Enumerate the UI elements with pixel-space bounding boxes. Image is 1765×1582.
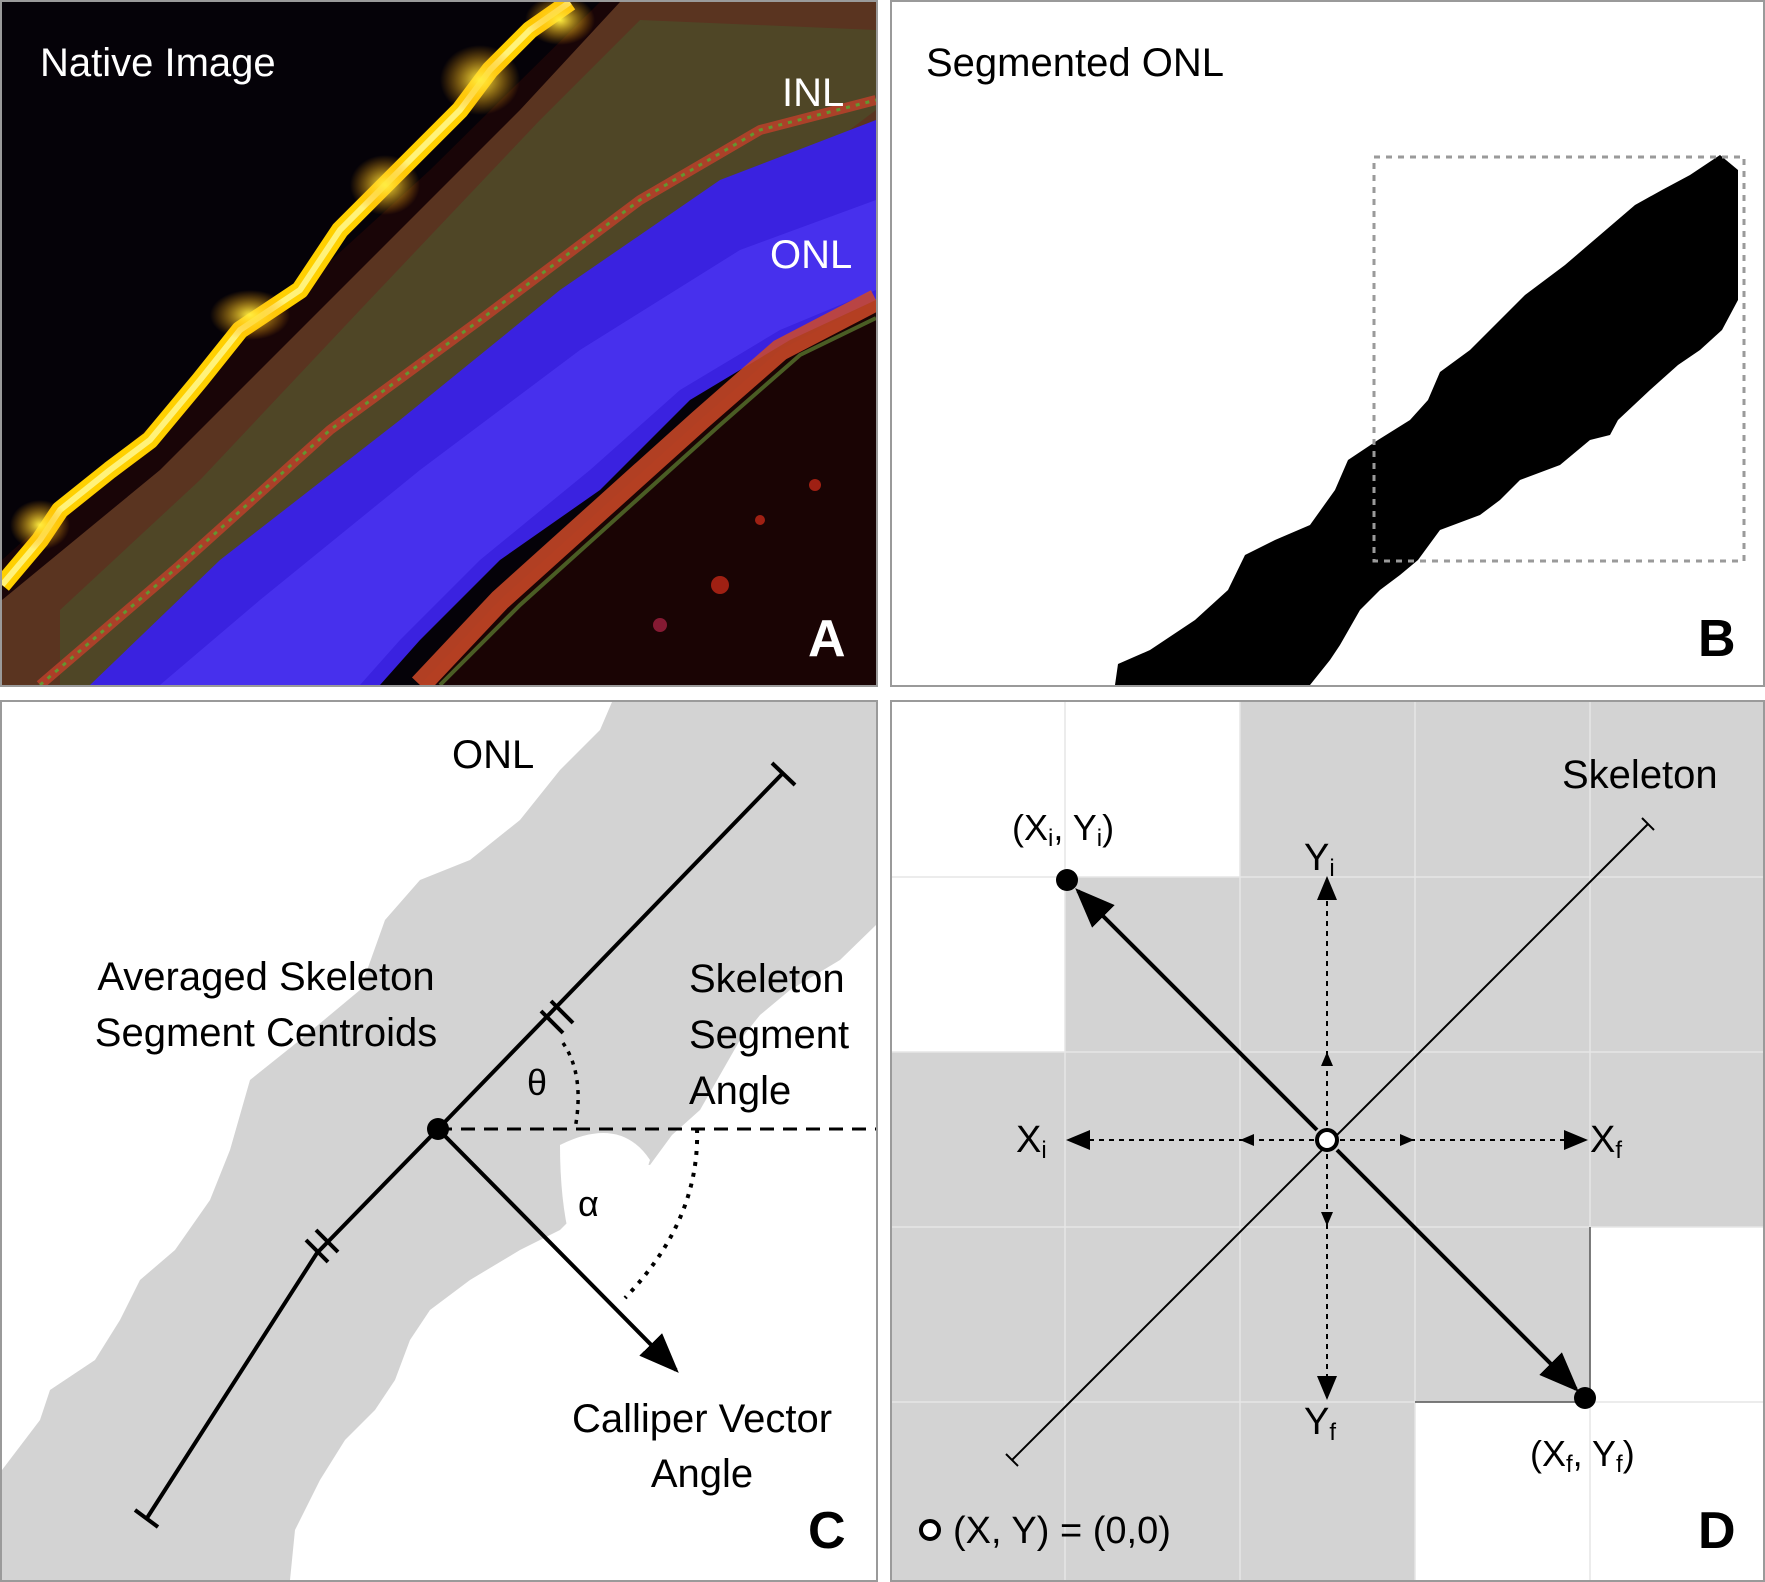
calliper-vector-arrow bbox=[438, 1129, 679, 1373]
label-onl-c: ONL bbox=[452, 733, 534, 777]
skeleton-lower-tick-b bbox=[314, 1228, 340, 1254]
label-theta: θ bbox=[527, 1062, 547, 1103]
skeleton-endcap-bottom bbox=[1005, 1453, 1019, 1467]
onl-band bbox=[90, 120, 876, 685]
skeleton-upper-tick-a bbox=[539, 1009, 565, 1035]
panel-a: Native Image INL ONL A bbox=[0, 0, 878, 687]
panel-a-title: Native Image bbox=[40, 41, 276, 85]
initial-point-dot bbox=[1056, 869, 1078, 891]
panel-b-title: Segmented ONL bbox=[926, 41, 1224, 85]
panel-letter-c: C bbox=[808, 1502, 846, 1560]
panel-b: Segmented ONL B bbox=[890, 0, 1765, 687]
skeleton-lower-endcap bbox=[133, 1508, 160, 1529]
centroid-dot bbox=[427, 1118, 449, 1140]
skeleton-upper-endcap bbox=[770, 761, 797, 787]
label-onl-a: ONL bbox=[770, 233, 852, 277]
native-fluorescence-image bbox=[2, 2, 876, 685]
label-inl: INL bbox=[782, 71, 844, 115]
zoom-region-box bbox=[1372, 155, 1746, 563]
origin-legend-symbol bbox=[919, 1519, 941, 1541]
theta-arc bbox=[561, 1042, 580, 1130]
label-segment-angle-line2: Segment bbox=[689, 1013, 849, 1057]
skeleton-middle-segment bbox=[315, 1127, 440, 1255]
label-yi: Yi bbox=[1304, 837, 1335, 882]
panel-c: ONL Averaged Skeleton Segment Centroids … bbox=[0, 700, 878, 1582]
origin-point bbox=[1315, 1128, 1339, 1152]
panel-letter-d: D bbox=[1698, 1502, 1736, 1560]
label-xi: Xi bbox=[1016, 1119, 1047, 1164]
vector-to-initial-point bbox=[1075, 888, 1319, 1132]
skeleton-lower-tick-a bbox=[304, 1238, 330, 1264]
label-xf: Xf bbox=[1590, 1119, 1622, 1164]
label-final-point: (Xf, Yf) bbox=[1530, 1433, 1635, 1478]
skeleton-upper-segment bbox=[436, 771, 785, 1131]
label-yf: Yf bbox=[1304, 1401, 1336, 1446]
skeleton-lower-segment bbox=[145, 1251, 319, 1520]
label-calliper-line2: Angle bbox=[651, 1452, 753, 1496]
panel-d: Skeleton (Xi, Yi) (Xf, Yf) Yi Yf Xi Xf (… bbox=[890, 700, 1765, 1582]
onl-pixel-region bbox=[892, 702, 1763, 1580]
segmented-onl-mask bbox=[1115, 155, 1738, 685]
panel-letter-a: A bbox=[808, 610, 846, 668]
final-point-dot bbox=[1574, 1387, 1596, 1409]
label-centroids-line2: Segment Centroids bbox=[95, 1011, 437, 1055]
label-alpha: α bbox=[578, 1183, 599, 1224]
label-centroids-line1: Averaged Skeleton bbox=[97, 955, 434, 999]
label-skeleton-d: Skeleton bbox=[1562, 753, 1718, 797]
onl-region bbox=[2, 702, 876, 1580]
alpha-arc bbox=[623, 1128, 700, 1300]
skeleton-endcap-top bbox=[1641, 817, 1655, 831]
skeleton-segments bbox=[133, 761, 797, 1529]
skeleton-upper-tick-b bbox=[549, 999, 575, 1025]
vector-to-final-point bbox=[1335, 1148, 1579, 1392]
label-segment-angle-line1: Skeleton bbox=[689, 957, 845, 1001]
label-initial-point: (Xi, Yi) bbox=[1012, 807, 1114, 852]
label-calliper-line1: Calliper Vector bbox=[572, 1397, 832, 1441]
origin-legend-text: (X, Y) = (0,0) bbox=[953, 1510, 1171, 1552]
label-segment-angle-line3: Angle bbox=[689, 1069, 791, 1113]
panel-letter-b: B bbox=[1698, 610, 1736, 668]
